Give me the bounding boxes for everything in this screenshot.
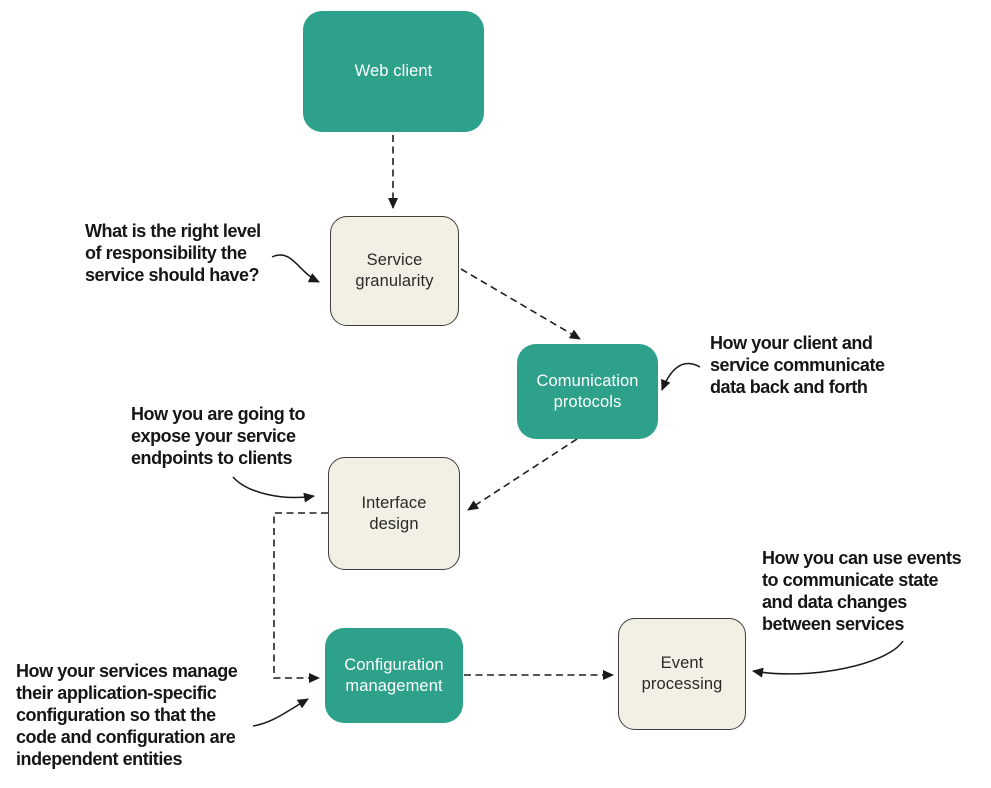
- node-label: Service granularity: [355, 251, 434, 290]
- connector-service-granularity-to-comunication-protocols: [460, 268, 581, 340]
- annotation-interface-design: How you are going to expose your service…: [131, 404, 305, 468]
- annotation-arrow-interface-design: [232, 476, 315, 503]
- annotation-configuration-management: How your services manage their applicati…: [16, 661, 238, 769]
- node-configuration-management: Configuration management: [325, 628, 463, 723]
- node-interface-design: Interface design: [328, 457, 460, 570]
- annotation-event-processing: How you can use events to communicate st…: [762, 548, 962, 634]
- annotation-arrow-event-processing: [752, 640, 904, 678]
- node-label: Comunication protocols: [536, 371, 639, 411]
- node-event-processing: Event processing: [618, 618, 746, 730]
- node-web-client: Web client: [303, 11, 484, 132]
- annotation-service-granularity: What is the right level of responsibilit…: [85, 221, 261, 285]
- node-label: Event processing: [641, 654, 723, 693]
- annotation-arrow-configuration-management: [252, 698, 309, 727]
- node-service-granularity: Service granularity: [330, 216, 459, 326]
- node-label: Web client: [354, 62, 433, 80]
- annotation-arrow-comunication-protocols: [661, 362, 701, 391]
- annotation-arrow-service-granularity: [271, 254, 320, 283]
- annotation-comunication-protocols: How your client and service communicate …: [710, 333, 885, 397]
- node-comunication-protocols: Comunication protocols: [517, 344, 658, 439]
- connector-interface-design-to-configuration-management: [273, 512, 328, 683]
- node-label: Configuration management: [344, 655, 444, 695]
- node-label: Interface design: [361, 493, 427, 533]
- connector-comunication-protocols-to-interface-design: [467, 438, 578, 511]
